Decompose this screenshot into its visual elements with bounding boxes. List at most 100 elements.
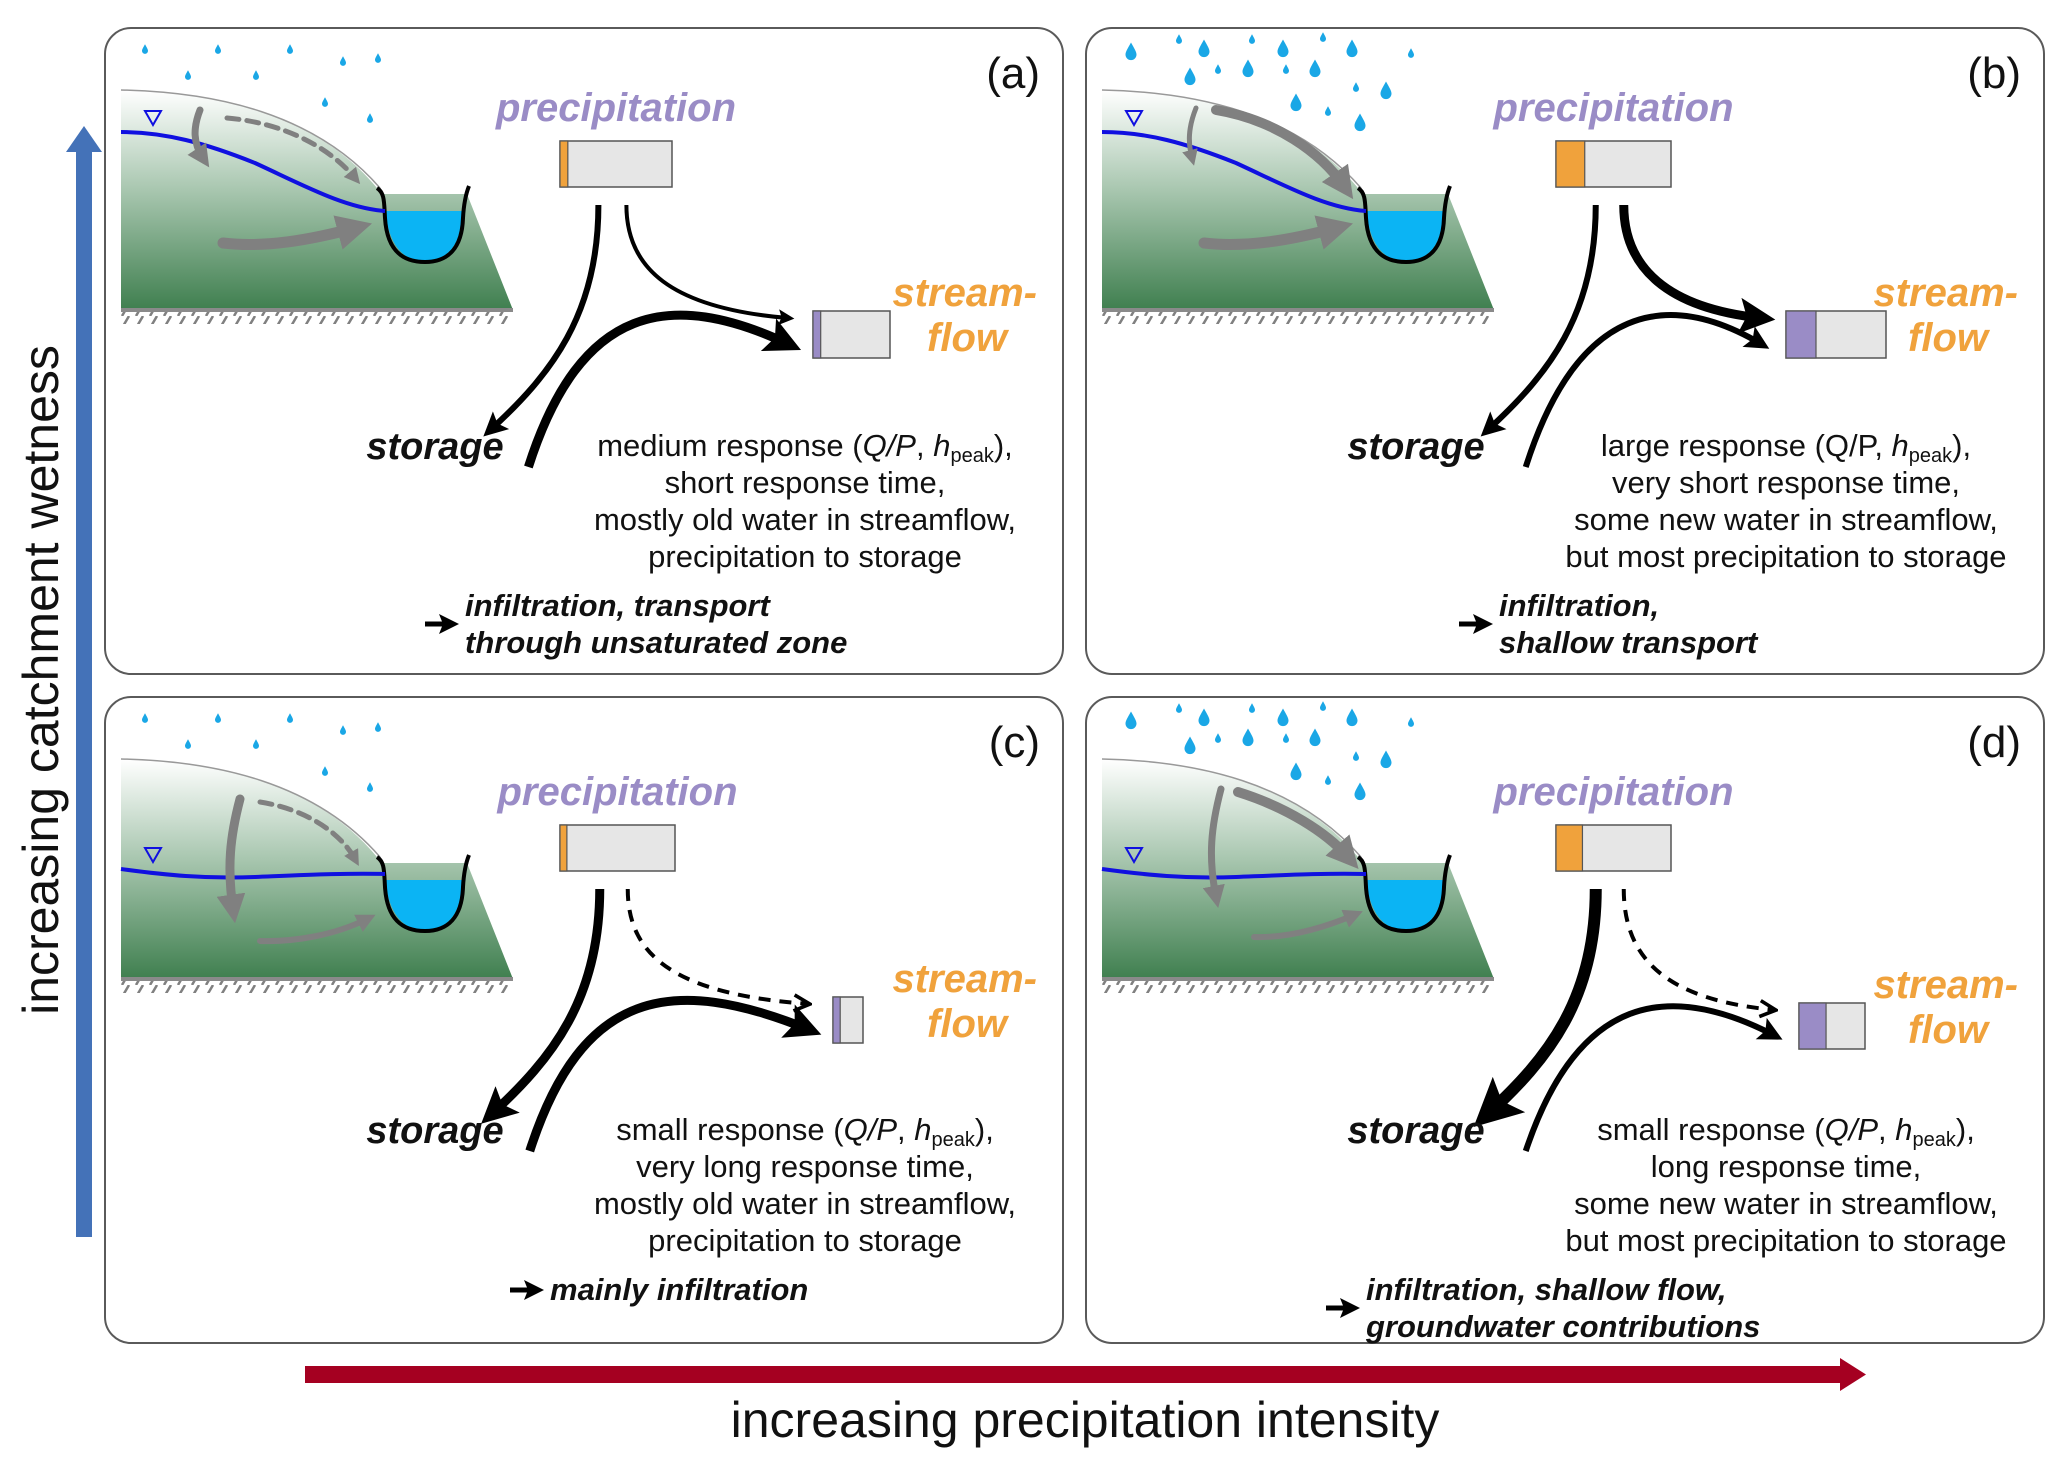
conclusion-line: infiltration, transport xyxy=(465,588,772,623)
raindrop-icon xyxy=(1184,736,1196,755)
raindrop-icon xyxy=(1198,39,1210,58)
raindrop-icon xyxy=(1325,106,1331,116)
description-line: very short response time, xyxy=(1612,465,1960,500)
flux-storage-to-streamflow xyxy=(525,995,822,1153)
streamflow-box xyxy=(812,310,891,359)
desc-text: large response ( xyxy=(1601,428,1826,463)
precipitation-box xyxy=(559,824,676,872)
stream-channel xyxy=(375,854,471,934)
storage-label: storage xyxy=(366,426,503,468)
panel-label: (d) xyxy=(1967,718,2021,767)
flux-precip-to-streamflow xyxy=(624,204,795,326)
storage-label: storage xyxy=(1347,1110,1484,1152)
groundwater-flow-arrow xyxy=(1251,909,1363,941)
land-surface xyxy=(120,758,381,858)
desc-subscript: peak xyxy=(932,1129,976,1151)
stream-water xyxy=(1366,880,1444,930)
shallow-flow-arrow xyxy=(224,115,361,185)
description-line: large response (Q/P, hpeak), xyxy=(1601,428,1971,467)
desc-h: h xyxy=(914,1112,931,1147)
raindrop-icon xyxy=(287,713,293,723)
flux-storage-to-streamflow xyxy=(524,310,802,469)
groundwater-flow-arrow xyxy=(1198,215,1354,250)
conclusion-line: infiltration, xyxy=(1499,588,1659,623)
raindrop-icon xyxy=(375,53,381,63)
precipitation-label: precipitation xyxy=(496,770,737,814)
raindrop-icon xyxy=(1380,81,1392,100)
precipitation-label: precipitation xyxy=(1492,86,1733,130)
description-line: some new water in streamflow, xyxy=(1574,1186,1998,1221)
land-surface xyxy=(1101,758,1362,858)
raindrop-icon xyxy=(1215,64,1221,74)
stream-water xyxy=(385,211,463,261)
description-line: small response (Q/P, hpeak), xyxy=(616,1112,994,1151)
raindrop-icon xyxy=(1354,782,1366,801)
flux-precip-to-storage xyxy=(1480,204,1599,437)
hillslope-illustration xyxy=(1101,701,1494,993)
stream-water xyxy=(385,880,463,930)
streamflow-box xyxy=(1785,310,1887,359)
precipitation-box-fill xyxy=(559,824,568,872)
storage-label: storage xyxy=(1347,426,1484,468)
stream-water xyxy=(1366,211,1444,261)
streamflow-label-line1: stream- xyxy=(1873,963,2018,1007)
water-table xyxy=(120,867,386,880)
shallow-flow-arrow xyxy=(257,799,359,866)
stream-channel xyxy=(375,185,471,265)
flux-storage-to-streamflow xyxy=(1522,312,1770,468)
description-line: medium response (Q/P, hpeak), xyxy=(597,428,1013,467)
desc-qp: Q/P xyxy=(844,1112,898,1147)
groundwater-flow-arrow xyxy=(217,215,373,250)
desc-text: , xyxy=(1878,1112,1895,1147)
raindrop-icon xyxy=(367,113,373,123)
precipitation-box-background xyxy=(559,140,673,188)
panel-label: (b) xyxy=(1967,49,2021,98)
hillslope-illustration xyxy=(120,44,513,324)
raindrop-icon xyxy=(1408,717,1414,727)
raindrop-icon xyxy=(1125,42,1137,61)
raindrop-icon xyxy=(340,725,346,735)
panel-label: (c) xyxy=(989,718,1040,767)
water-table xyxy=(1101,867,1367,880)
desc-text: ), xyxy=(1952,428,1971,463)
desc-text: small response ( xyxy=(1597,1112,1825,1147)
streamflow-label-line1: stream- xyxy=(1873,271,2018,315)
desc-text: ), xyxy=(1956,1112,1975,1147)
raindrop-icon xyxy=(1242,728,1254,747)
raindrop-icon xyxy=(322,97,328,107)
conclusion-line: infiltration, shallow flow, xyxy=(1366,1272,1727,1307)
infiltration-arrow xyxy=(216,794,246,924)
water-table-symbol xyxy=(1124,847,1144,865)
raindrop-icon xyxy=(1176,34,1182,44)
wetness-axis: increasing catchment wetness xyxy=(13,126,102,1237)
streamflow-label-line1: stream- xyxy=(892,271,1037,315)
raindrop-icon xyxy=(185,70,191,80)
stream-channel xyxy=(1356,185,1452,265)
raindrop-icon xyxy=(1354,113,1366,132)
desc-subscript: peak xyxy=(1909,445,1953,467)
raindrop-icon xyxy=(1320,701,1326,711)
precipitation-label: precipitation xyxy=(1492,770,1733,814)
intensity-arrow-shaft xyxy=(305,1366,1845,1383)
raindrop-icon xyxy=(1380,750,1392,769)
desc-text: medium response ( xyxy=(597,428,863,463)
raindrop-icon xyxy=(1242,59,1254,78)
precipitation-box xyxy=(1555,140,1672,188)
description-line: short response time, xyxy=(665,465,946,500)
bedrock-line xyxy=(121,977,513,981)
precipitation-box-fill xyxy=(1555,824,1584,872)
precipitation-box-fill xyxy=(559,140,569,188)
desc-text: ), xyxy=(994,428,1013,463)
desc-h: h xyxy=(1895,1112,1912,1147)
desc-text: small response ( xyxy=(616,1112,844,1147)
water-table-symbol xyxy=(143,110,163,128)
raindrop-icon xyxy=(1125,711,1137,730)
raindrop-icon xyxy=(1215,733,1221,743)
streamflow-label-line2: flow xyxy=(927,1002,1010,1046)
groundwater-flow-arrow xyxy=(257,914,376,945)
raindrop-icon xyxy=(1198,708,1210,727)
